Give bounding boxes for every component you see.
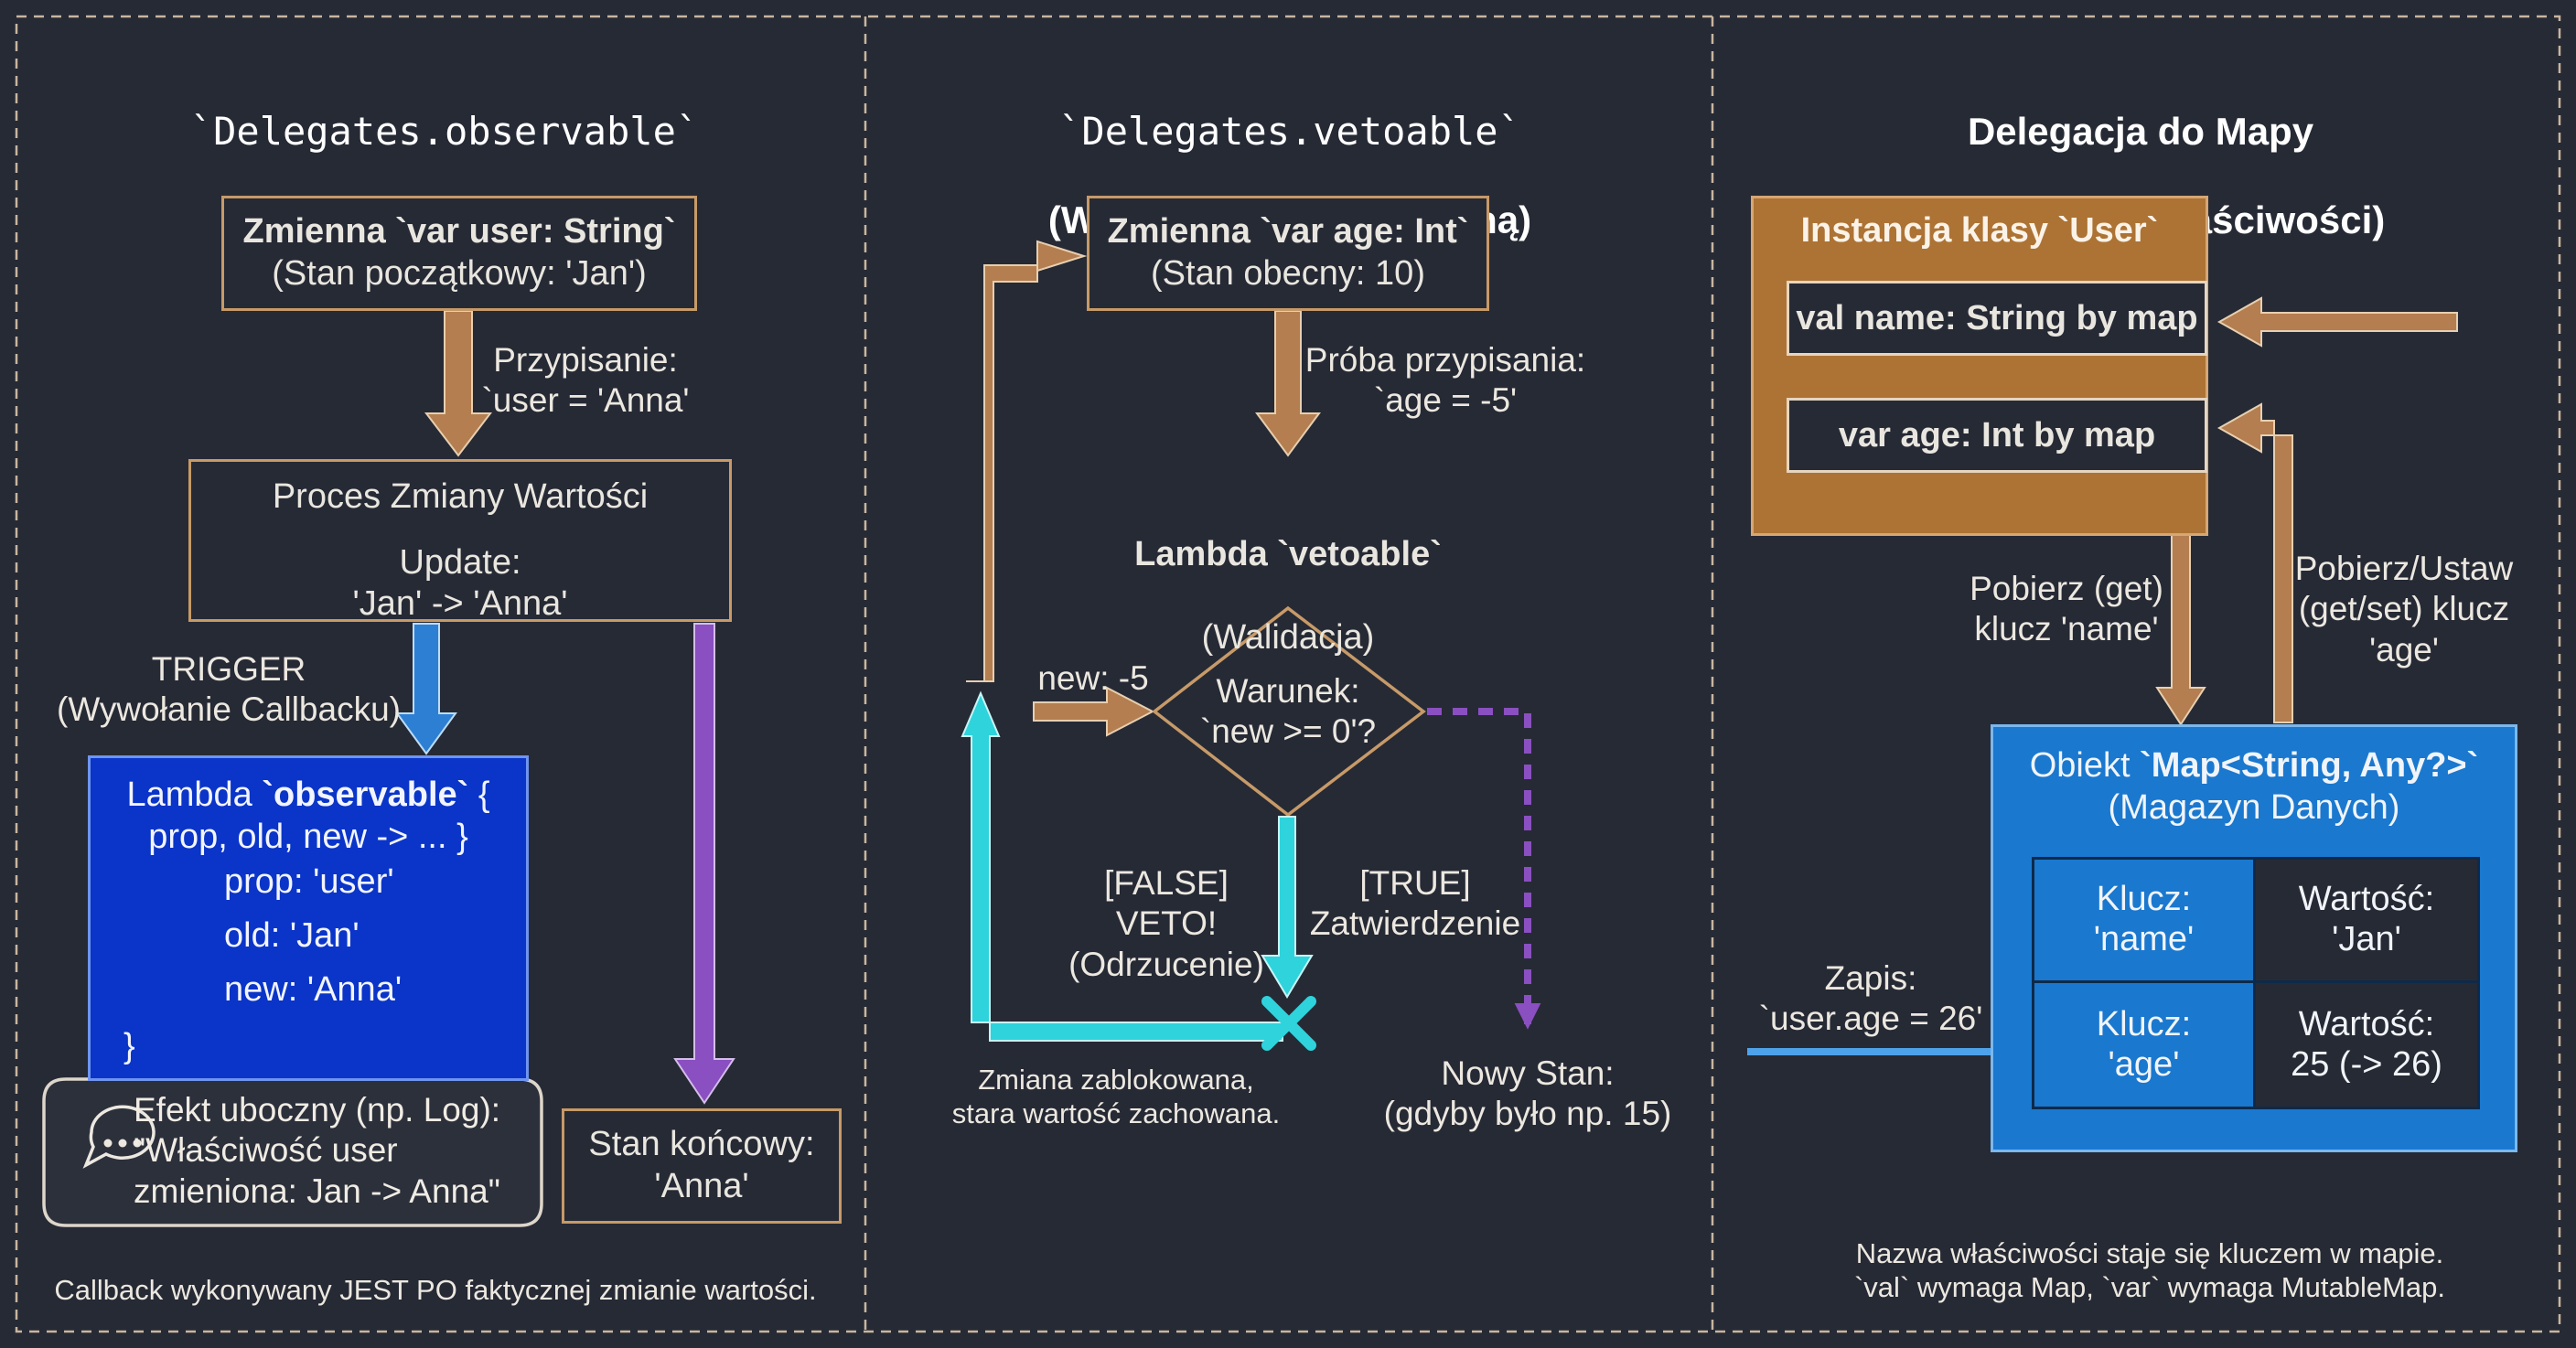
getset-age-label: Pobierz/Ustaw (get/set) klucz 'age' bbox=[2294, 550, 2514, 669]
final-state-arrow bbox=[673, 623, 735, 1105]
get-name-label: Pobierz (get) klucz 'name' bbox=[1970, 570, 2163, 648]
assign-arrow bbox=[424, 310, 493, 457]
map-title-code: `Map<String, Any?>` bbox=[2140, 746, 2479, 785]
user-class-box: Instancja klasy `User` val name: String … bbox=[1751, 196, 2208, 536]
blocked-note: Zmiana zablokowana, stara wartość zachow… bbox=[951, 1064, 1281, 1130]
condition-text: Warunek: `new >= 0'? bbox=[1199, 672, 1377, 751]
attempt-arrow bbox=[1255, 310, 1321, 457]
process-box: Proces Zmiany Wartości Update: 'Jan' -> … bbox=[188, 459, 732, 623]
condition-diamond bbox=[1152, 605, 1426, 818]
observable-var-box: Zmienna `var user: String` (Stan początk… bbox=[221, 196, 697, 311]
map-object-header: Obiekt `Map<String, Any?>` (Magazyn Dany… bbox=[1993, 745, 2515, 829]
return-loop-arrow bbox=[966, 240, 1088, 682]
map-object-box: Obiekt `Map<String, Any?>` (Magazyn Dany… bbox=[1991, 724, 2517, 1152]
attempt-label: Próba przypisania: `age = -5' bbox=[1304, 341, 1586, 420]
observable-lambda-box: Lambda `observable` { prop, old, new -> … bbox=[88, 755, 529, 1081]
map-table: Klucz: 'name' Wartość: 'Jan' Klucz: 'age… bbox=[2032, 857, 2480, 1109]
observable-var-state: (Stan początkowy: 'Jan') bbox=[272, 254, 647, 293]
side-effect-bubble bbox=[42, 1044, 543, 1227]
chat-bubble-icon bbox=[82, 1105, 156, 1169]
table-cell-value: Wartość: 25 (-> 26) bbox=[2253, 980, 2480, 1109]
veto-return-arrow bbox=[961, 690, 1283, 1042]
true-path-arrow bbox=[1427, 708, 1541, 1030]
side-effect-text: Efekt uboczny (np. Log): "Właściwość use… bbox=[134, 1091, 501, 1210]
vetoable-lambda-sub: (Walidacja) bbox=[1201, 617, 1375, 657]
lambda-close-brace: } bbox=[123, 1027, 135, 1065]
panel-frames bbox=[15, 15, 2561, 1333]
process-title: Proces Zmiany Wartości bbox=[272, 477, 649, 516]
new-value-arrow bbox=[1033, 686, 1155, 737]
trigger-label: TRIGGER (Wywołanie Callbacku) bbox=[57, 650, 401, 729]
observable-footer: Callback wykonywany JEST PO faktycznej z… bbox=[54, 1274, 817, 1306]
name-property-box: val name: String by map bbox=[1787, 281, 2207, 356]
process-update: Update: 'Jan' -> 'Anna' bbox=[352, 542, 568, 624]
map-title-prefix: Obiekt bbox=[2029, 746, 2141, 785]
lambda-header: Lambda `observable` { prop, old, new -> … bbox=[91, 775, 526, 858]
veto-cross-icon bbox=[1261, 996, 1316, 1051]
trigger-arrow bbox=[395, 623, 457, 755]
true-label: [TRUE] Zatwierdzenie bbox=[1309, 864, 1521, 943]
vetoable-title-code: `Delegates.vetoable` bbox=[1058, 109, 1521, 155]
write-label: Zapis: `user.age = 26' bbox=[1758, 959, 1983, 1038]
lambda-keyword: `observable` bbox=[262, 776, 469, 814]
assign-label: Przypisanie: `user = 'Anna' bbox=[481, 341, 690, 420]
lambda-params: prop, old, new -> ... } bbox=[148, 817, 468, 856]
vetoable-lambda-label: Lambda `vetoable` (Walidacja) bbox=[1050, 492, 1526, 701]
table-cell-value: Wartość: 'Jan' bbox=[2253, 857, 2480, 983]
getset-age-arrow bbox=[2216, 402, 2293, 723]
vetoable-var-box: Zmienna `var age: Int` (Stan obecny: 10) bbox=[1087, 196, 1489, 311]
new-state-label: Nowy Stan: (gdyby było np. 15) bbox=[1383, 1054, 1672, 1133]
map-footer: Nazwa właściwości staje się kluczem w ma… bbox=[1853, 1237, 2446, 1304]
lambda-prefix: Lambda bbox=[126, 776, 263, 814]
observable-var-title: Zmienna `var user: String` bbox=[242, 212, 676, 251]
lambda-item: prop: 'user' bbox=[224, 862, 394, 901]
final-state-box: Stan końcowy: 'Anna' bbox=[562, 1108, 842, 1224]
table-cell-key: Klucz: 'name' bbox=[2032, 857, 2256, 983]
age-property-box: var age: Int by map bbox=[1787, 398, 2207, 473]
lambda-item: new: 'Anna' bbox=[224, 970, 402, 1009]
vetoable-var-state: (Stan obecny: 10) bbox=[1151, 254, 1425, 293]
new-value-label: new: -5 bbox=[1037, 659, 1149, 697]
lambda-item: old: 'Jan' bbox=[224, 916, 360, 955]
false-label: [FALSE] VETO! (Odrzucenie) bbox=[1068, 864, 1264, 983]
map-object-sub: (Magazyn Danych) bbox=[2108, 787, 2400, 827]
map-title-line1: Delegacja do Mapy bbox=[1967, 110, 2314, 154]
name-pointer-arrow bbox=[2216, 296, 2458, 348]
vetoable-lambda-title: Lambda `vetoable` bbox=[1134, 534, 1442, 573]
user-class-title: Instancja klasy `User` bbox=[1800, 211, 2159, 250]
vetoable-var-title: Zmienna `var age: Int` bbox=[1107, 212, 1469, 251]
lambda-brace: { bbox=[468, 776, 490, 814]
cyan-down-arrow bbox=[1261, 816, 1314, 999]
observable-title-code: `Delegates.observable` bbox=[189, 109, 700, 155]
table-cell-key: Klucz: 'age' bbox=[2032, 980, 2256, 1109]
